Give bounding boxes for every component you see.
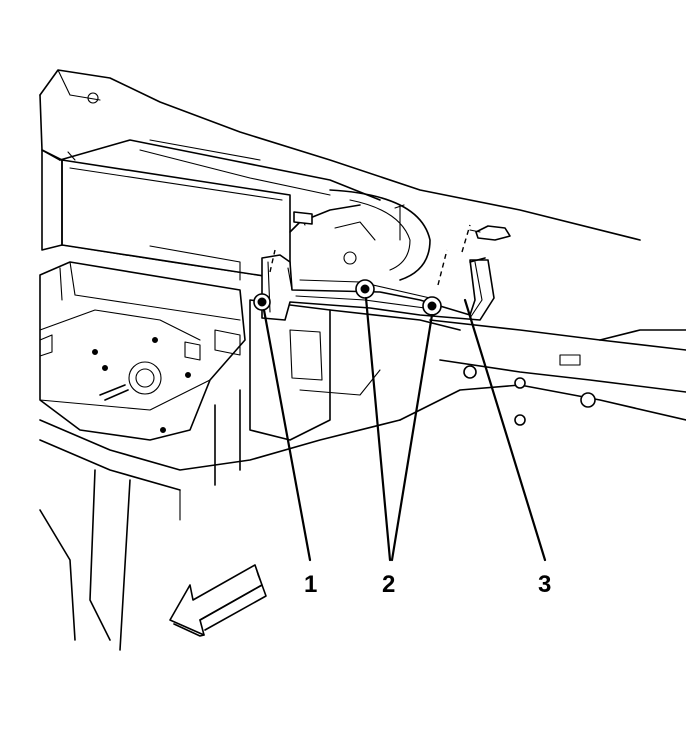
mounting-studs [269, 224, 511, 286]
center-crossmember [249, 299, 461, 441]
leader-2b [390, 313, 434, 562]
right-frame-rail [399, 319, 686, 426]
callout-2: 2 [382, 571, 395, 598]
front-direction-arrow-icon [169, 564, 267, 637]
leader-lines [262, 296, 547, 562]
upper-body-panel [39, 69, 641, 241]
callout-1: 1 [304, 571, 317, 598]
nut-2a [355, 279, 375, 299]
left-mount-bracket [39, 261, 246, 441]
lower-left-frame [39, 389, 401, 651]
wheelhouse-arch [329, 189, 431, 281]
leader-3 [463, 298, 547, 562]
leader-1 [262, 308, 312, 562]
nut-2b [422, 296, 442, 316]
nut-1 [253, 293, 271, 311]
wiring-harness [289, 204, 405, 241]
leader-2a [364, 296, 392, 562]
callout-3: 3 [538, 571, 551, 598]
left-box-housing [41, 149, 291, 281]
